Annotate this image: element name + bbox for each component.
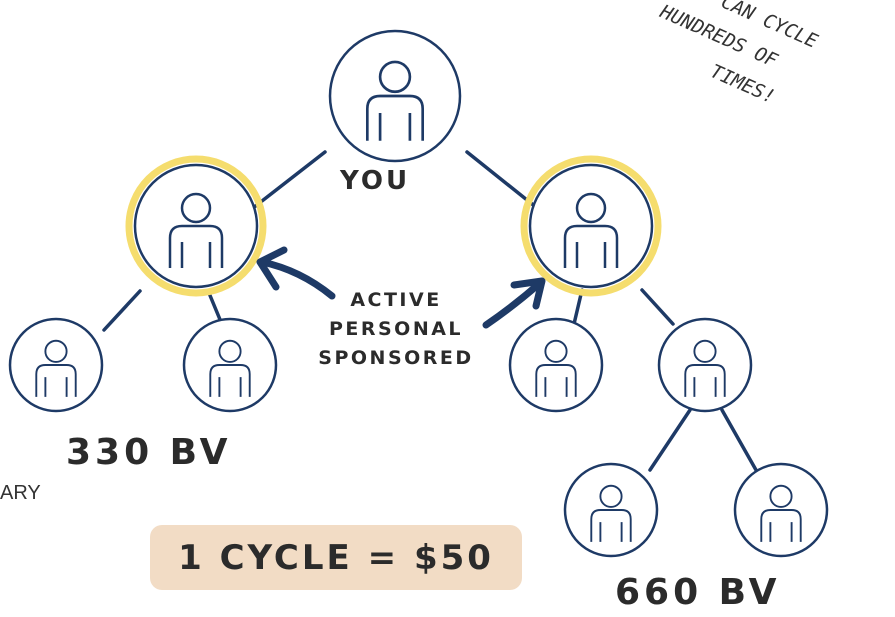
right-leg-bv-label: 660 BV <box>615 572 781 613</box>
connector-line <box>251 150 327 210</box>
node-rrr <box>733 462 829 558</box>
active-line: ACTIVE <box>350 289 442 311</box>
person-icon <box>365 60 425 141</box>
cycle-badge-text: 1 CYCLE = $50 <box>178 537 494 578</box>
person-icon <box>35 339 77 397</box>
connector-lines <box>102 150 758 472</box>
connector-line <box>640 288 675 326</box>
highlight-ring <box>125 155 267 297</box>
person-icon <box>209 339 251 397</box>
arrows-group <box>256 246 546 329</box>
node-l1 <box>125 155 267 297</box>
node-rl <box>508 317 604 413</box>
connector-line <box>207 291 223 324</box>
connector-line <box>465 150 539 210</box>
node-r1 <box>520 155 662 297</box>
sponsored-line: SPONSORED <box>318 347 474 369</box>
person-icon <box>684 339 726 397</box>
node-lr <box>182 317 278 413</box>
curved-arrow-icon <box>256 246 336 300</box>
person-icon <box>168 192 224 268</box>
highlight-ring <box>520 155 662 297</box>
cycle-badge: 1 CYCLE = $50 <box>150 525 522 590</box>
personal-line: PERSONAL <box>328 318 464 340</box>
connector-line <box>102 289 142 332</box>
you-label: YOU <box>340 166 411 196</box>
node-ll <box>8 317 104 413</box>
left-leg-bv-label: 330 BV <box>66 432 232 473</box>
person-icon <box>590 484 632 542</box>
active-personal-sponsored-label: ACTIVE PERSONAL SPONSORED <box>292 286 500 373</box>
person-icon <box>563 192 619 268</box>
node-rrl <box>563 462 659 558</box>
cut-off-text: ARY <box>0 482 41 504</box>
connector-line <box>648 408 692 472</box>
person-icon <box>760 484 802 542</box>
nodes-group <box>8 29 829 558</box>
connector-line <box>720 408 758 472</box>
node-rr <box>657 317 753 413</box>
curved-arrow-icon <box>482 277 546 329</box>
node-you <box>328 29 462 163</box>
person-icon <box>535 339 577 397</box>
